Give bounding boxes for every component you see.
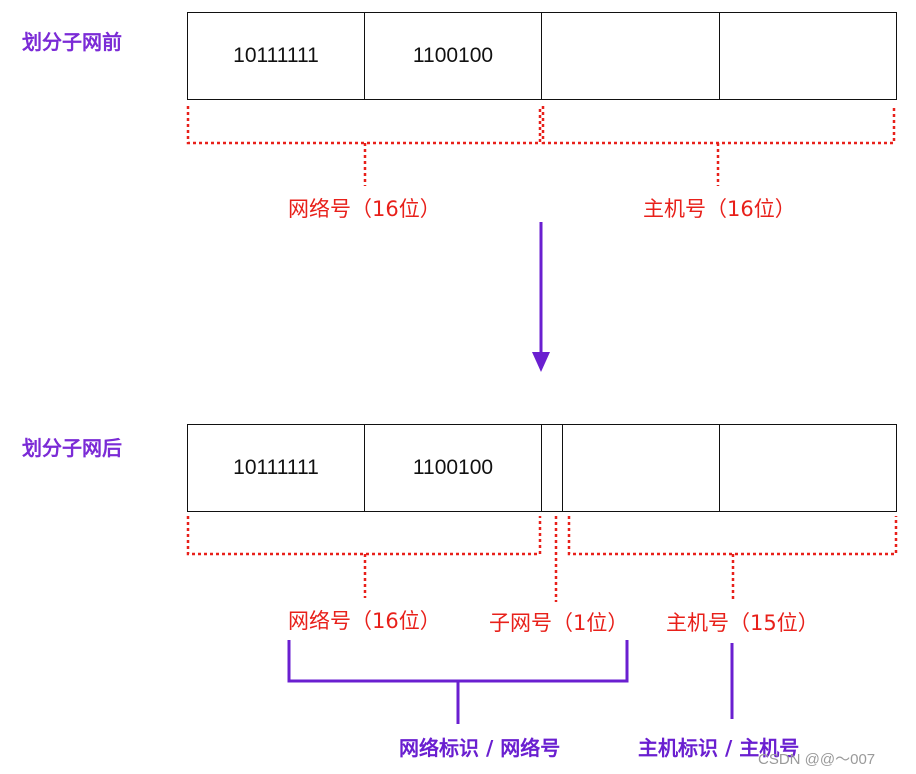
after-octet-2: 1100100: [364, 424, 542, 512]
before-octet-3: [541, 12, 720, 100]
watermark: CSDN @@～007: [758, 751, 876, 768]
after-octet-3-host: [562, 424, 720, 512]
before-octet-4: [719, 12, 897, 100]
network-id-bracket: [287, 640, 629, 724]
network-id-label: 网络标识 / 网络号: [399, 736, 561, 760]
before-address-row: 10111111 1100100: [187, 12, 897, 100]
before-section-label: 划分子网前: [22, 30, 122, 54]
after-host-label: 主机号（15位）: [666, 611, 819, 635]
before-network-bracket: [186, 106, 542, 186]
before-network-label: 网络号（16位）: [288, 197, 441, 221]
after-host-bracket: [567, 516, 898, 600]
host-id-label: 主机标识 / 主机号: [638, 736, 800, 760]
after-octet-1: 10111111: [187, 424, 365, 512]
after-network-bracket: [186, 516, 542, 598]
before-octet-1: 10111111: [187, 12, 365, 100]
after-octet-4: [719, 424, 897, 512]
after-network-label: 网络号（16位）: [288, 609, 441, 633]
before-host-label: 主机号（16位）: [643, 197, 796, 221]
transition-arrow: [532, 222, 550, 372]
after-section-label: 划分子网后: [22, 436, 122, 460]
after-subnet-label: 子网号（1位）: [489, 611, 629, 635]
before-host-bracket: [541, 106, 896, 186]
after-address-row: 10111111 1100100: [187, 424, 897, 512]
